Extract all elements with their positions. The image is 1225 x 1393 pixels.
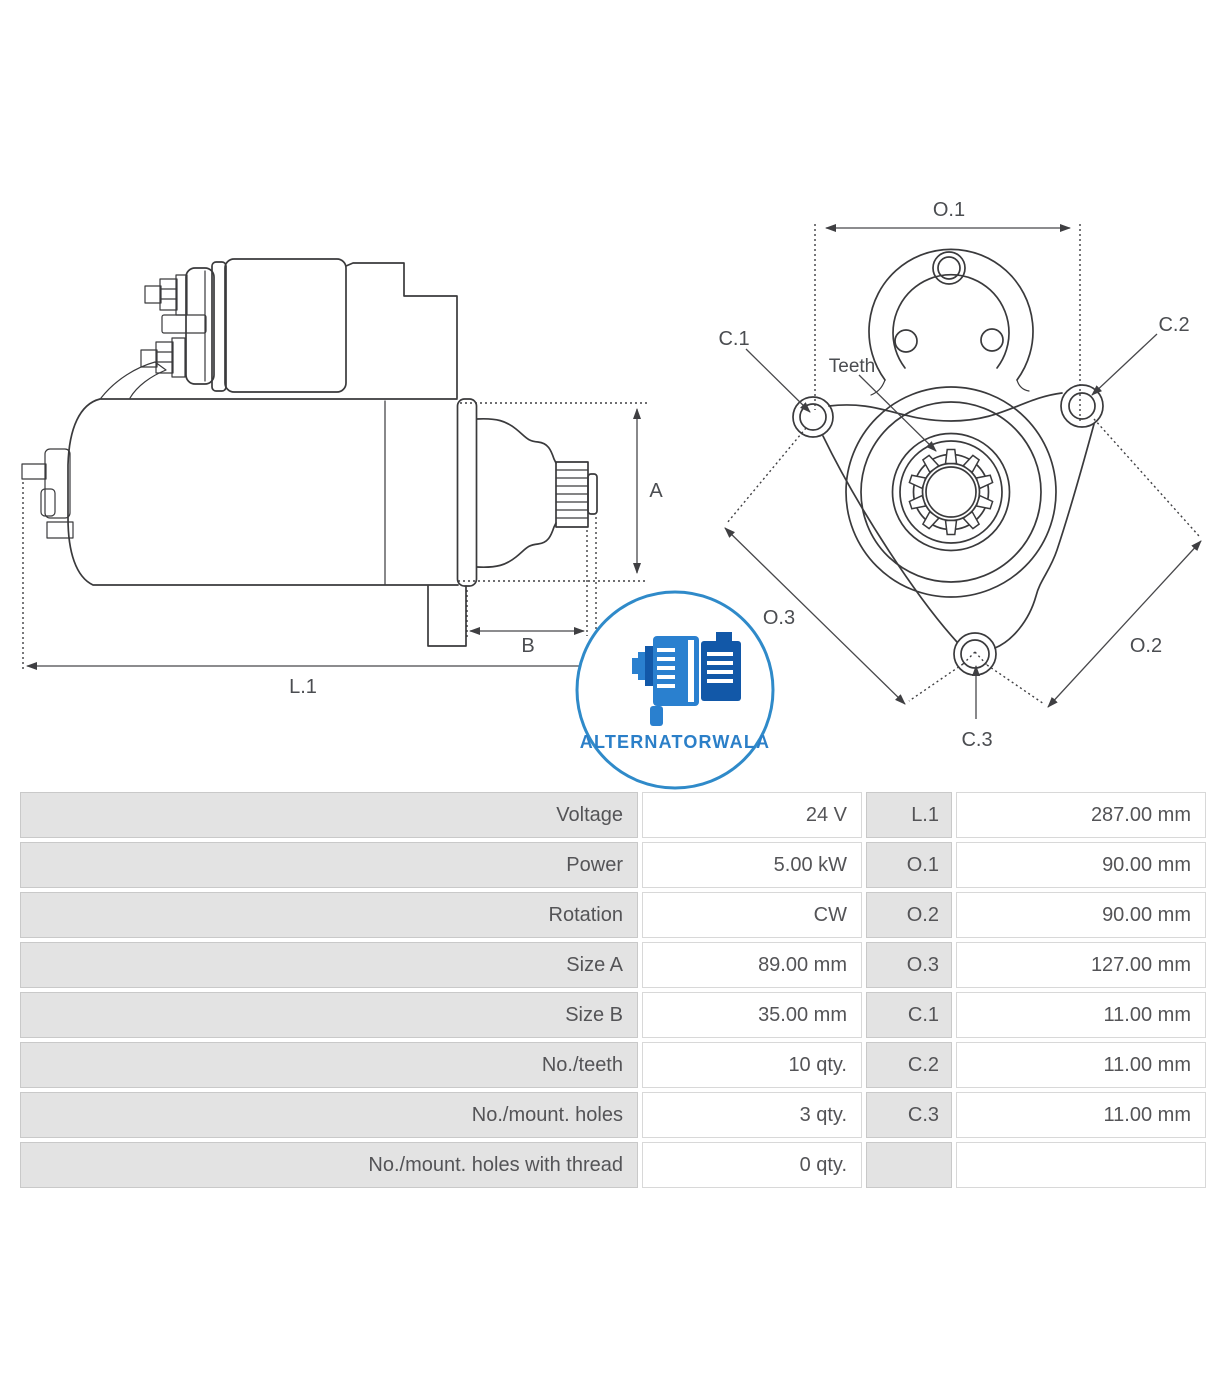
dim-value: 11.00 mm — [956, 1092, 1206, 1138]
bell-housing — [845, 386, 1057, 598]
side-view-dimensions: A B L.1 — [22, 402, 663, 698]
gear-tooth — [908, 474, 927, 490]
spec-label: No./mount. holes — [20, 1092, 638, 1138]
gear-tooth — [921, 510, 940, 530]
dim-label: L.1 — [866, 792, 952, 838]
table-row: Voltage 24 V L.1 287.00 mm — [20, 792, 1206, 838]
mount-lobe-c2 — [1060, 384, 1104, 428]
table-row: No./teeth 10 qty. C.2 11.00 mm — [20, 1042, 1206, 1088]
gear-tooth — [975, 494, 994, 510]
spec-value: 24 V — [642, 792, 862, 838]
spec-value: CW — [642, 892, 862, 938]
dim-label: C.3 — [866, 1092, 952, 1138]
spec-label: No./mount. holes with thread — [20, 1142, 638, 1188]
terminal-strap — [100, 361, 167, 399]
label-o2: O.2 — [1130, 635, 1162, 657]
brand-logo: ALTERNATORWALA — [575, 590, 775, 790]
spec-table: Voltage 24 V L.1 287.00 mm Power 5.00 kW… — [20, 792, 1206, 1192]
terminal-studs — [100, 274, 207, 399]
spec-value: 89.00 mm — [642, 942, 862, 988]
table-row: No./mount. holes 3 qty. C.3 11.00 mm — [20, 1092, 1206, 1138]
mounting-arch — [868, 248, 1034, 396]
label-size-b: B — [521, 635, 534, 657]
spec-label: Size A — [20, 942, 638, 988]
gear-tooth — [944, 519, 958, 536]
mount-leg — [427, 585, 467, 647]
gear-tooth — [962, 454, 981, 474]
spec-label: No./teeth — [20, 1042, 638, 1088]
gear-tooth — [921, 454, 940, 474]
label-size-a: A — [649, 480, 663, 502]
spec-value: 35.00 mm — [642, 992, 862, 1038]
spec-value: 3 qty. — [642, 1092, 862, 1138]
solenoid — [185, 258, 347, 393]
gear-tooth — [908, 494, 927, 510]
dim-value: 11.00 mm — [956, 1042, 1206, 1088]
dim-value: 287.00 mm — [956, 792, 1206, 838]
technical-drawing: A B L.1 — [21, 199, 1202, 790]
motor-body-outline — [67, 398, 459, 586]
dim-value: 127.00 mm — [956, 942, 1206, 988]
label-teeth: Teeth — [829, 356, 875, 377]
dim-label — [866, 1142, 952, 1188]
dim-value — [956, 1142, 1206, 1188]
mount-hole-c2 — [1068, 392, 1096, 420]
table-row: No./mount. holes with thread 0 qty. — [20, 1142, 1206, 1188]
dim-label: C.1 — [866, 992, 952, 1038]
drive-end-bracket — [345, 262, 458, 399]
dim-label: O.1 — [866, 842, 952, 888]
rear-studs — [21, 448, 74, 539]
dim-leader-c1 — [745, 348, 811, 413]
label-length-l1: L.1 — [289, 676, 317, 698]
gear-hub-bore — [925, 466, 977, 518]
table-row: Power 5.00 kW O.1 90.00 mm — [20, 842, 1206, 888]
table-row: Size A 89.00 mm O.3 127.00 mm — [20, 942, 1206, 988]
gear-tooth — [944, 448, 958, 465]
label-o3: O.3 — [763, 607, 795, 629]
front-view-dimensions: O.1 C.1 C.2 Teeth O.3 O.2 C.3 — [718, 199, 1202, 751]
starter-front-view: O.1 C.1 C.2 Teeth O.3 O.2 C.3 — [718, 199, 1202, 751]
gear-tooth — [975, 474, 994, 490]
spec-label: Voltage — [20, 792, 638, 838]
spec-value: 10 qty. — [642, 1042, 862, 1088]
dim-label: C.2 — [866, 1042, 952, 1088]
nose-cone-top — [476, 417, 557, 464]
gear-teeth — [908, 448, 994, 536]
flange-face — [456, 398, 478, 587]
dim-leader-c2 — [1091, 333, 1158, 396]
pinion-gear — [555, 461, 598, 528]
label-c3: C.3 — [961, 729, 992, 751]
mount-hole-c3 — [960, 639, 990, 669]
mount-hole-c1 — [799, 403, 827, 431]
logo-wordmark: ALTERNATORWALA — [580, 732, 770, 752]
gear-tooth — [962, 510, 981, 530]
dim-label: O.3 — [866, 942, 952, 988]
spec-label: Rotation — [20, 892, 638, 938]
dim-leader-teeth — [858, 374, 937, 452]
label-c1: C.1 — [718, 328, 749, 350]
label-o1: O.1 — [933, 199, 965, 221]
table-row: Rotation CW O.2 90.00 mm — [20, 892, 1206, 938]
dim-label: O.2 — [866, 892, 952, 938]
gear-rim — [912, 453, 990, 531]
mount-lobe-c1 — [792, 396, 834, 438]
dim-line-o3 — [724, 527, 906, 705]
spec-label: Size B — [20, 992, 638, 1038]
dim-value: 90.00 mm — [956, 892, 1206, 938]
dim-value: 90.00 mm — [956, 842, 1206, 888]
starter-side-view: A B L.1 — [21, 258, 663, 698]
label-c2: C.2 — [1158, 314, 1189, 336]
alternator-logo-icon — [632, 632, 741, 726]
spec-label: Power — [20, 842, 638, 888]
table-row: Size B 35.00 mm C.1 11.00 mm — [20, 992, 1206, 1038]
spec-value: 0 qty. — [642, 1142, 862, 1188]
nose-cone-bottom — [476, 522, 557, 569]
dim-line-o2 — [1047, 540, 1202, 708]
dim-value: 11.00 mm — [956, 992, 1206, 1038]
spec-value: 5.00 kW — [642, 842, 862, 888]
